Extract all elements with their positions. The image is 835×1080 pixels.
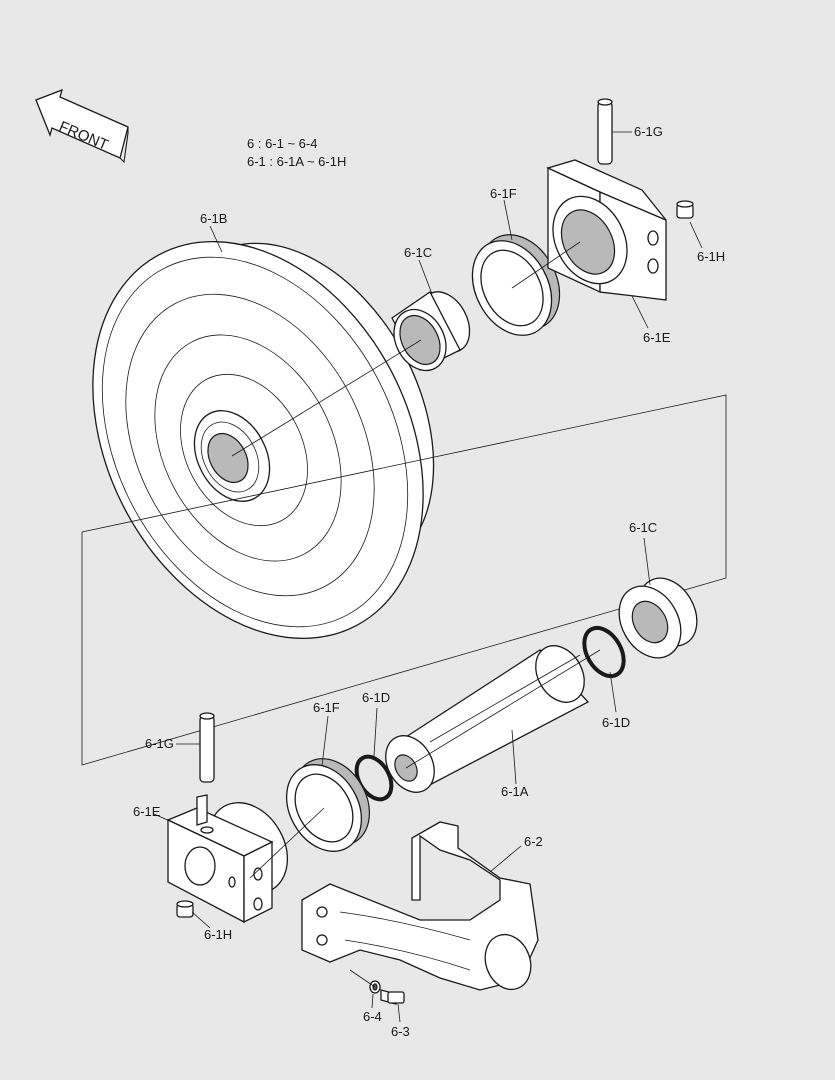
yoke [301,821,539,991]
label-6-1E-bottom: 6-1E [133,804,161,819]
label-6-2: 6-2 [524,834,543,849]
header-line-2: 6-1 : 6-1A ~ 6-1H [247,154,346,169]
label-6-1H-top: 6-1H [697,249,725,264]
label-6-1G-bottom: 6-1G [145,736,174,751]
plug-top [676,200,694,219]
label-6-1C-top: 6-1C [404,245,432,260]
label-6-1G-top: 6-1G [634,124,663,139]
label-6-3: 6-3 [391,1024,410,1039]
label-6-1D-bottom: 6-1D [362,690,390,705]
plug-bottom [176,900,194,918]
pin-top [597,98,613,165]
shaft [385,645,590,793]
seal-bottom [285,758,370,852]
label-6-1C-mid: 6-1C [629,520,657,535]
label-6-1F-bottom: 6-1F [313,700,340,715]
pin-bottom [199,712,215,783]
label-6-1E-top: 6-1E [643,330,671,345]
label-6-1B: 6-1B [200,211,227,226]
front-arrow: FRONT [35,88,129,164]
label-6-4: 6-4 [363,1009,382,1024]
bracket-bottom [166,794,288,924]
assembly-outline [81,394,727,766]
o-ring-right [582,625,626,679]
leader-lines [153,131,703,1023]
bracket-top [546,159,667,301]
bolt [380,989,405,1005]
label-6-1F-top: 6-1F [490,186,517,201]
label-6-1D-right: 6-1D [602,715,630,730]
header-line-1: 6 : 6-1 ~ 6-4 [247,136,317,151]
bushing-mid [618,577,698,659]
label-6-1A: 6-1A [501,784,529,799]
bushing-top [391,291,471,372]
label-6-1H-bottom: 6-1H [204,927,232,942]
